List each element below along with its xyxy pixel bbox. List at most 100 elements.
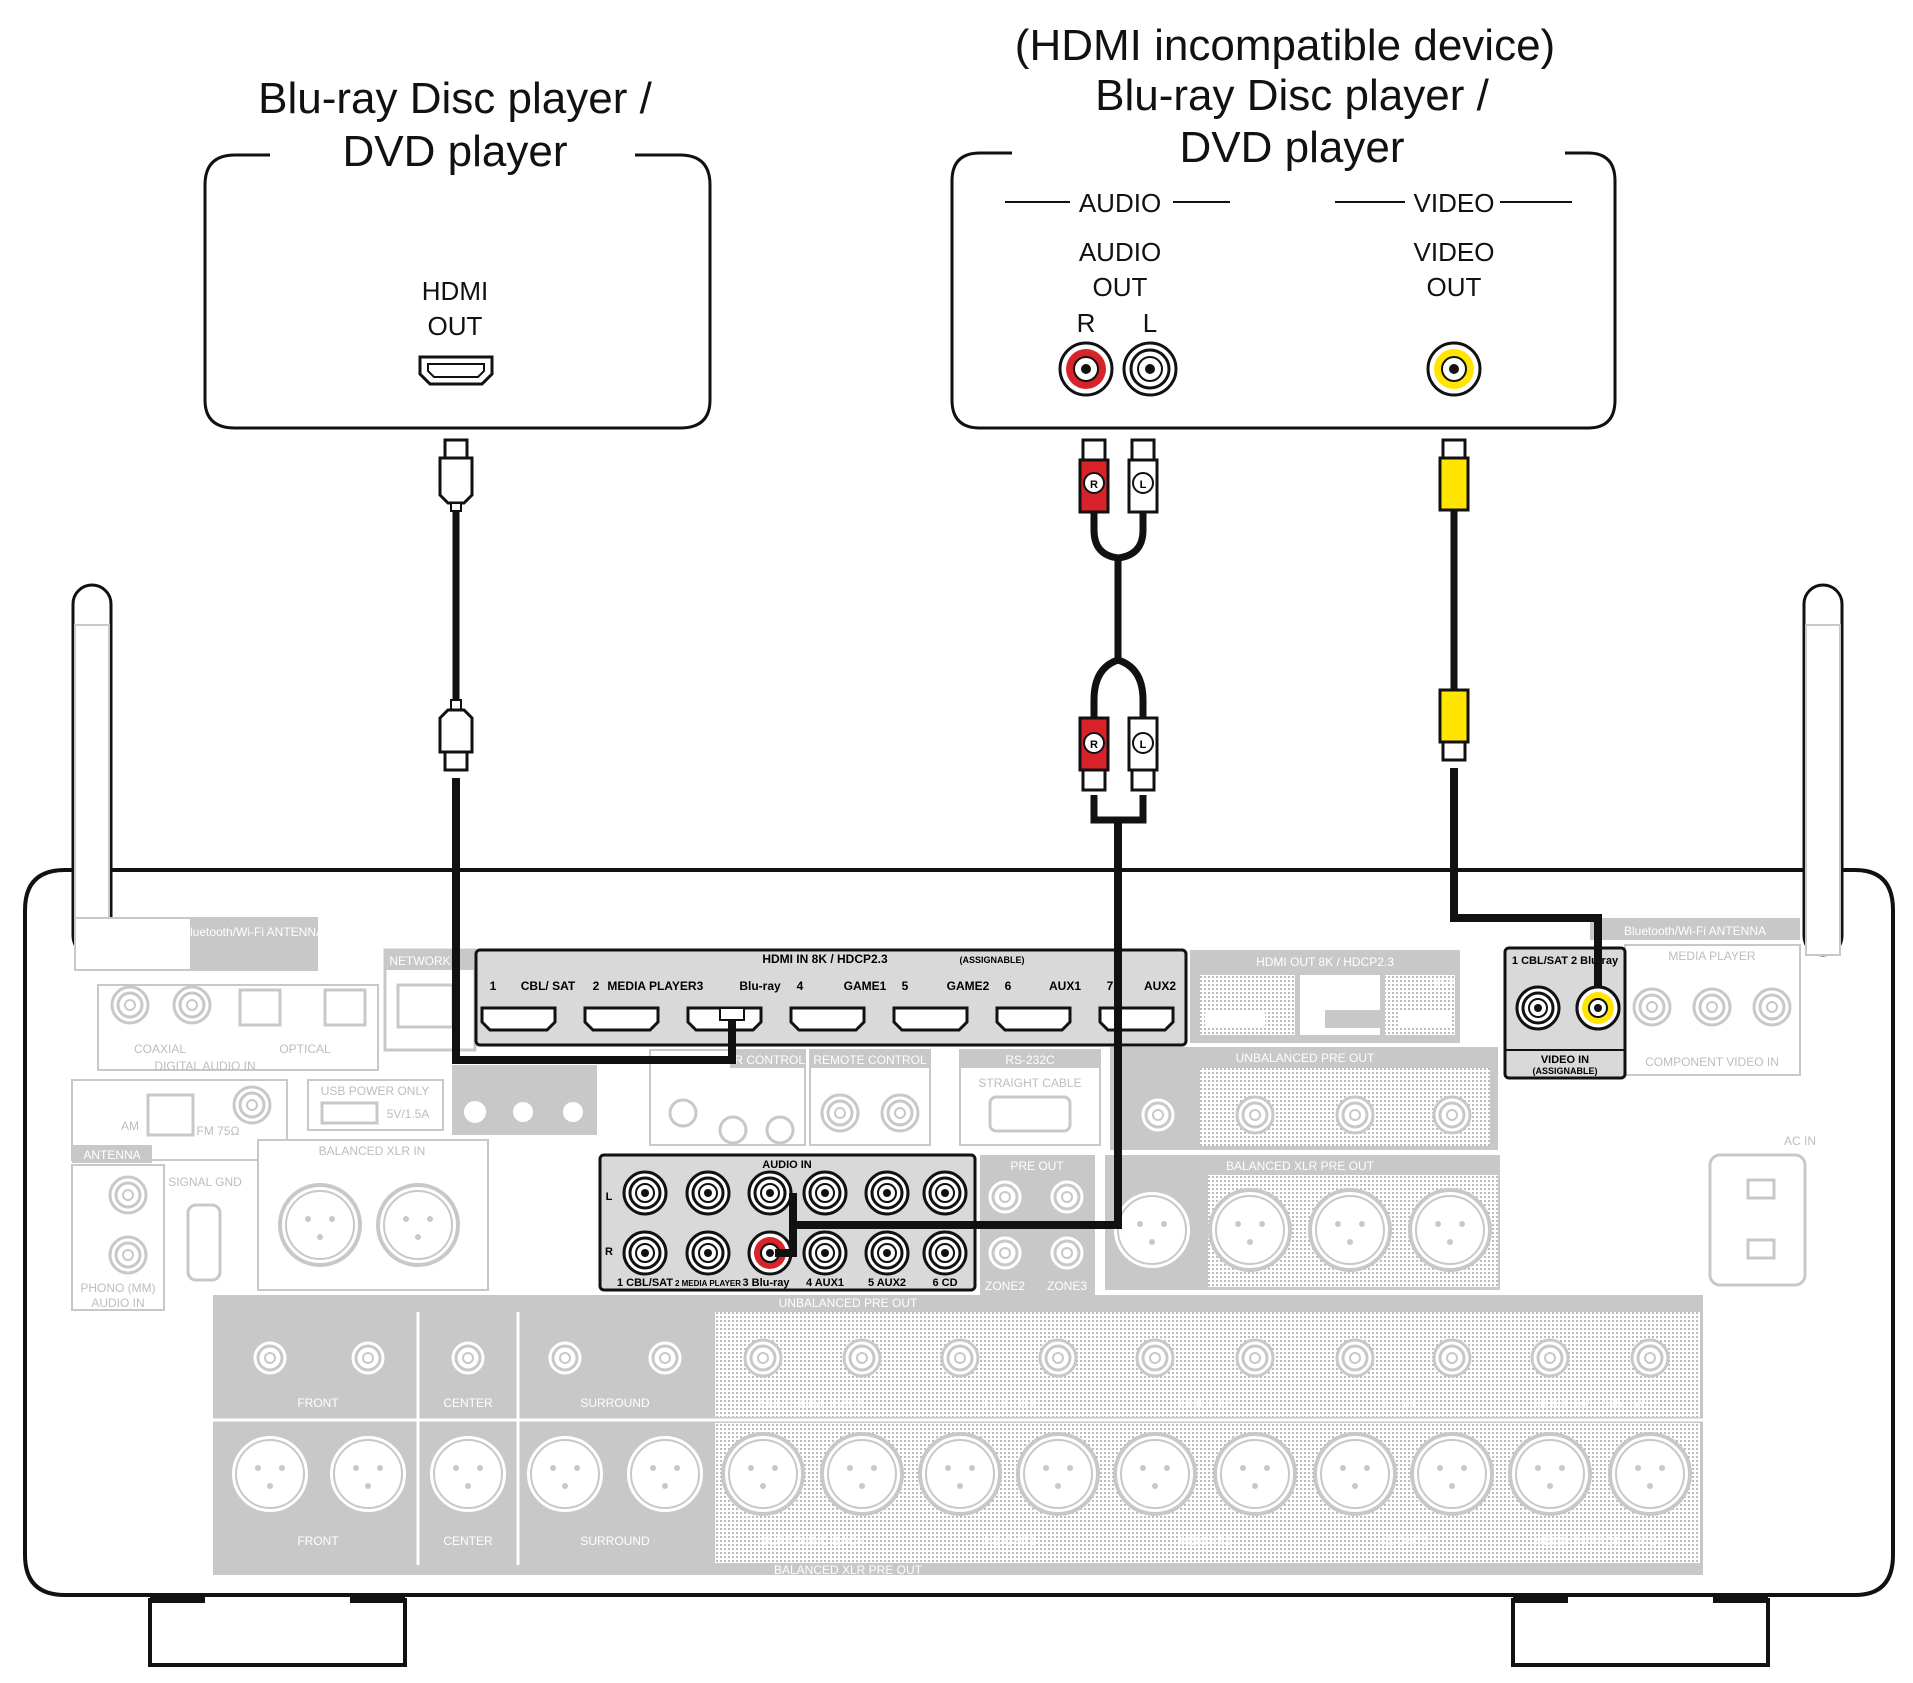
audio-in-port-1: 1 CBL/SAT xyxy=(617,1277,673,1289)
hdmi-in-7-port-icon xyxy=(1098,1006,1175,1032)
audio-plug-l-top-icon: L xyxy=(1127,438,1159,514)
hdmi-in-6-num: 6 xyxy=(1005,979,1012,993)
video-section-label: VIDEO xyxy=(1414,188,1495,218)
network-label: NETWORK xyxy=(389,954,450,968)
balanced-xlr-pre-out-sub-label: BALANCED XLR PRE OUT xyxy=(1226,1159,1375,1173)
audio-plug-l-bottom-label: L xyxy=(1140,739,1147,751)
audio-r-label: R xyxy=(1077,308,1096,338)
phono-label: PHONO (MM) xyxy=(80,1281,155,1295)
height2-xlr-label: HEIGHT2 xyxy=(1179,1534,1231,1548)
audio-in-port-3: 3 Blu-ray xyxy=(742,1277,790,1289)
phono-audio-in-label: AUDIO IN xyxy=(91,1296,144,1310)
right-device-title-0: (HDMI incompatible device) xyxy=(1015,21,1555,70)
audio-out-l-jack-icon xyxy=(1122,341,1178,397)
digital-audio-in-label: DIGITAL AUDIO IN xyxy=(154,1059,255,1073)
audio-in-header: AUDIO IN xyxy=(762,1159,812,1171)
hdmi-in-1-port-icon xyxy=(480,1006,557,1032)
hdmi-in-1-name: CBL/ SAT xyxy=(521,979,576,993)
height4-label: HEIGHT4/FRONT WIDE xyxy=(1534,1396,1665,1410)
hdmi-in-7-name: AUX2 xyxy=(1144,979,1176,993)
video-in-assignable-label: (ASSIGNABLE) xyxy=(1533,1066,1598,1076)
left-device-title-1: Blu-ray Disc player / xyxy=(258,74,652,123)
bottom-balanced-xlr-pre-out-label: BALANCED XLR PRE OUT xyxy=(774,1563,923,1577)
receiver: Bluetooth/Wi-Fi ANTENNA Bluetooth/Wi-Fi … xyxy=(23,583,1895,1667)
video-rca-cable xyxy=(1438,438,1621,1031)
right-device-outline xyxy=(950,151,1617,430)
media-player-label: MEDIA PLAYER xyxy=(1668,949,1755,963)
hdmi-in-5-name: GAME2 xyxy=(947,979,990,993)
audio-l-label: L xyxy=(1143,308,1157,338)
unbalanced-pre-out-sub-label: UNBALANCED PRE OUT xyxy=(1236,1051,1375,1065)
remote-control-label: REMOTE CONTROL xyxy=(813,1053,927,1067)
hdmi-in-panel: HDMI IN 8K / HDCP2.3 (ASSIGNABLE) 1 CBL/… xyxy=(474,948,1188,1047)
straight-cable-label: STRAIGHT CABLE xyxy=(978,1076,1081,1090)
hdmi-out-tv2-label: TV2 xyxy=(1433,977,1455,991)
zone2-label: ZONE2 xyxy=(985,1279,1025,1293)
right-device-title-1: Blu-ray Disc player / xyxy=(1095,71,1489,120)
audio-rca-cable: R L R L xyxy=(775,438,1159,1257)
audio-in-blu-ray-r-jack-icon xyxy=(747,1230,793,1276)
audio-plug-r-top-icon: R xyxy=(1078,438,1110,514)
audio-plug-r-top-label: R xyxy=(1090,479,1098,491)
right-device-title-2: DVD player xyxy=(1180,123,1405,172)
receiver-chassis xyxy=(23,868,1895,1597)
front-xlr-label: FRONT xyxy=(297,1534,339,1548)
audio-out-label-2: OUT xyxy=(1093,272,1148,302)
video-in-blu-ray-jack-icon xyxy=(1575,985,1621,1031)
hdmi-in-2-name: MEDIA PLAYER xyxy=(607,979,696,993)
left-device: Blu-ray Disc player / DVD player HDMI OU… xyxy=(203,74,712,430)
usb-rating-label: 5V/1.5A xyxy=(387,1107,430,1121)
center-xlr-label: CENTER xyxy=(443,1534,493,1548)
am-label: AM xyxy=(121,1119,139,1133)
center-label: CENTER xyxy=(443,1396,493,1410)
audio-out-r-jack-icon xyxy=(1058,341,1114,397)
hdmi-in-2-num: 2 xyxy=(593,979,600,993)
left-device-title-2: DVD player xyxy=(343,127,568,176)
hdmi-in-5-port-icon xyxy=(892,1006,969,1032)
left-port-label-2: OUT xyxy=(428,311,483,341)
height1-xlr-label: HEIGHT1 xyxy=(984,1534,1036,1548)
audio-plug-r-bottom-icon: R xyxy=(1078,716,1110,792)
audio-in-port-5: 5 AUX2 xyxy=(868,1277,906,1289)
fm-label: FM 75Ω xyxy=(197,1124,240,1138)
hdmi-in-header: HDMI IN 8K / HDCP2.3 xyxy=(762,952,888,966)
video-in-ports-label: 1 CBL/SAT 2 Blu-ray xyxy=(1512,955,1619,967)
usb-label: USB POWER ONLY xyxy=(321,1084,429,1098)
left-foot xyxy=(148,1598,407,1667)
right-foot xyxy=(1511,1598,1770,1667)
left-antenna-icon xyxy=(71,583,113,957)
front-label: FRONT xyxy=(297,1396,339,1410)
hdmi-out-port-icon xyxy=(418,355,494,386)
left-port-label-1: HDMI xyxy=(422,276,488,306)
surround-xlr-label: SURROUND xyxy=(580,1534,650,1548)
balanced-xlr-in-label: BALANCED XLR IN xyxy=(319,1144,426,1158)
video-out-jack-icon xyxy=(1426,341,1482,397)
audio-in-panel: AUDIO IN L R 1 CBL/SAT 2 MEDIA PLAYER 3 … xyxy=(598,1153,977,1292)
audio-in-port-6: 6 CD xyxy=(932,1277,957,1289)
video-in-label: VIDEO IN xyxy=(1541,1054,1589,1066)
audio-in-port-2: 2 MEDIA PLAYER xyxy=(675,1279,741,1288)
surround-back-xlr-label: SURROUND BACK xyxy=(759,1534,864,1548)
bottom-unbalanced-pre-out-label: UNBALANCED PRE OUT xyxy=(779,1296,918,1310)
hdmi-in-6-name: AUX1 xyxy=(1049,979,1081,993)
rs232c-label: RS-232C xyxy=(1005,1053,1055,1067)
hdmi-in-3-name: Blu-ray xyxy=(739,979,781,993)
video-plug-top-icon xyxy=(1438,438,1470,512)
hdmi-in-4-num: 4 xyxy=(797,979,804,993)
optical-label: OPTICAL xyxy=(279,1042,331,1056)
height1-label: HEIGHT1 xyxy=(984,1396,1036,1410)
hdmi-in-3-num: 3 xyxy=(697,979,704,993)
hdmi-plug-top-icon xyxy=(438,438,474,512)
height4-xlr-label: HEIGHT4/FRONT WIDE xyxy=(1534,1534,1665,1548)
hdmi-in-assignable: (ASSIGNABLE) xyxy=(960,955,1025,965)
zone3-label: ZONE3 xyxy=(1047,1279,1087,1293)
hdmi-in-4-name: GAME1 xyxy=(844,979,887,993)
hdmi-in-7-num: 7 xyxy=(1107,979,1114,993)
surround-label: SURROUND xyxy=(580,1396,650,1410)
video-plug-bottom-icon xyxy=(1438,688,1470,762)
hdmi-out-header: HDMI OUT 8K / HDCP2.3 xyxy=(1256,955,1394,969)
hdmi-in-2-port-icon xyxy=(583,1006,660,1032)
height3-label: HEIGHT3 xyxy=(1377,1396,1429,1410)
pre-out-label: PRE OUT xyxy=(1010,1159,1064,1173)
hdmi-in-5-num: 5 xyxy=(902,979,909,993)
